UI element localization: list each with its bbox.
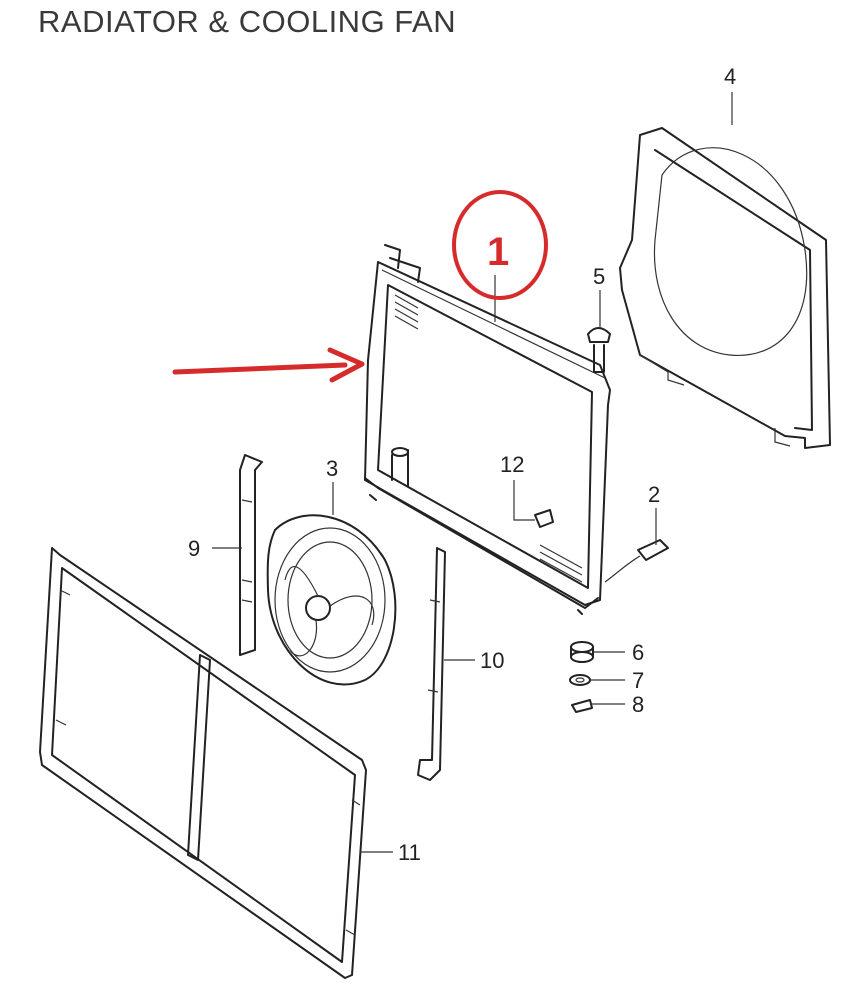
callout-5: 5	[593, 264, 605, 289]
bracket-left	[239, 454, 263, 656]
highlight-callout-1: 1	[487, 230, 509, 274]
condenser	[39, 547, 367, 979]
highlight-circle	[452, 190, 548, 300]
callout-9: 9	[188, 536, 200, 561]
radiator	[364, 244, 611, 615]
callout-7: 7	[632, 668, 644, 693]
callout-3: 3	[326, 456, 338, 481]
callout-8: 8	[632, 692, 644, 717]
radiator-cap	[587, 327, 611, 373]
callout-4: 4	[724, 64, 736, 89]
callout-10: 10	[480, 648, 504, 673]
callout-11: 11	[398, 840, 421, 865]
leader-lines	[212, 92, 733, 853]
callout-6: 6	[632, 640, 644, 665]
callout-2: 2	[648, 482, 660, 507]
fan-shroud	[619, 127, 831, 449]
highlight-arrow-shaft	[172, 362, 348, 375]
highlight-annotation: 1	[172, 190, 548, 383]
cooling-fan	[266, 514, 397, 686]
bolt	[571, 699, 593, 713]
page-title: RADIATOR & COOLING FAN	[38, 4, 457, 39]
bracket-right	[417, 547, 446, 781]
mounting-insulator	[570, 641, 594, 663]
fan-switch-sensor	[604, 539, 669, 583]
drain-plug	[534, 509, 554, 528]
washer	[569, 674, 591, 686]
highlight-arrow-head	[327, 347, 365, 383]
callout-12: 12	[500, 452, 524, 477]
